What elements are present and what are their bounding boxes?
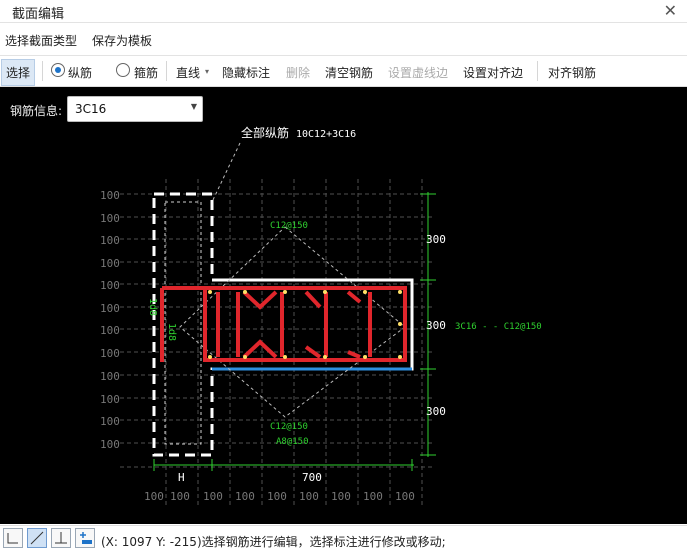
corner-tool-icon[interactable] xyxy=(3,528,23,548)
close-icon[interactable]: ✕ xyxy=(663,1,677,20)
rebar-point xyxy=(243,355,247,359)
rebar-point xyxy=(323,355,327,359)
all-longitudinal-value[interactable]: 10C12+3C16 xyxy=(296,129,356,140)
section-drawing[interactable]: 100 100 100 100 100 100 100 100 100 100 … xyxy=(0,87,687,524)
stirrup-radio-label[interactable]: 箍筋 xyxy=(134,66,159,80)
window-title: 截面编辑 xyxy=(12,7,65,22)
grid-labels-left: 100 100 100 100 100 100 100 100 100 100 … xyxy=(100,189,120,451)
dim-bottom-right[interactable]: 700 xyxy=(302,471,322,484)
dimension-lines xyxy=(153,192,436,471)
status-text: (X: 1097 Y: -215)选择钢筋进行编辑，选择标注进行修改或移动; xyxy=(101,535,446,549)
annotation-side[interactable]: 3C16 - - C12@150 xyxy=(455,322,542,332)
rebar-tie xyxy=(304,290,322,309)
chevron-down-icon: ▼ xyxy=(190,102,197,111)
add-tool-icon[interactable] xyxy=(75,528,95,548)
rebar-tie xyxy=(242,290,278,310)
rebar-group[interactable] xyxy=(160,286,407,362)
rebar-point xyxy=(363,355,367,359)
ortho-tool-icon[interactable] xyxy=(51,528,71,548)
grid-label: 100 xyxy=(331,490,351,503)
annotation-vertical-b[interactable]: 1d8 xyxy=(166,323,177,341)
dim-bottom-left[interactable]: H xyxy=(178,471,185,484)
save-as-template-menu[interactable]: 保存为模板 xyxy=(92,34,153,48)
rebar-point xyxy=(323,290,327,294)
grid-label: 100 xyxy=(267,490,287,503)
grid-label: 100 xyxy=(100,393,120,406)
hide-annotation-button[interactable]: 隐藏标注 xyxy=(222,66,271,80)
toolbar: 选择 纵筋 箍筋 直线 ▾ 隐藏标注 删除 清空钢筋 设置虚线边 设置对齐边 对… xyxy=(0,56,687,87)
grid-label: 100 xyxy=(235,490,255,503)
grid-label: 100 xyxy=(100,189,120,202)
rebar-point xyxy=(398,355,402,359)
grid-label: 100 xyxy=(144,490,164,503)
rebar-tie xyxy=(304,345,322,359)
title-bar: 截面编辑 ✕ xyxy=(0,0,687,23)
annotation-bottom-a[interactable]: A8@150 xyxy=(276,437,309,447)
rebar-point xyxy=(398,290,402,294)
status-bar: (X: 1097 Y: -215)选择钢筋进行编辑，选择标注进行修改或移动; xyxy=(0,525,687,554)
dim-right-bottom[interactable]: 300 xyxy=(426,405,446,418)
grid-label: 100 xyxy=(100,438,120,451)
annotation-vertical-a[interactable]: 1d8 xyxy=(147,298,158,316)
set-dashed-edge-button[interactable]: 设置虚线边 xyxy=(388,66,449,80)
rebar-info-value: 3C16 xyxy=(75,102,107,116)
rebar-point xyxy=(208,290,212,294)
rebar-point xyxy=(363,290,367,294)
grid-label: 100 xyxy=(100,279,120,292)
grid-label: 100 xyxy=(395,490,415,503)
clear-rebar-button[interactable]: 清空钢筋 xyxy=(325,66,374,80)
rebar-point xyxy=(243,290,247,294)
column-inner-outline xyxy=(164,201,202,445)
rebar-point xyxy=(283,355,287,359)
delete-button[interactable]: 删除 xyxy=(286,66,311,80)
toolbar-separator xyxy=(166,61,167,81)
all-longitudinal-label[interactable]: 全部纵筋 xyxy=(241,125,289,140)
menu-bar: 选择截面类型 保存为模板 xyxy=(0,23,687,56)
grid-label: 100 xyxy=(299,490,319,503)
dim-right-top[interactable]: 300 xyxy=(426,233,446,246)
annotation-top-stirrup[interactable]: C12@150 xyxy=(270,221,308,231)
rebar-points[interactable] xyxy=(208,290,402,359)
select-section-type-menu[interactable]: 选择截面类型 xyxy=(5,34,78,48)
align-rebar-button[interactable]: 对齐钢筋 xyxy=(548,66,597,80)
rebar-point xyxy=(283,290,287,294)
select-button[interactable]: 选择 xyxy=(1,59,36,86)
set-align-edge-button[interactable]: 设置对齐边 xyxy=(463,66,524,80)
grid-label: 100 xyxy=(100,370,120,383)
grid-label: 100 xyxy=(100,212,120,225)
drawing-canvas[interactable]: 钢筋信息: 3C16 ▼ xyxy=(0,87,687,524)
grid-label: 100 xyxy=(170,490,190,503)
dim-right-mid[interactable]: 300 xyxy=(426,319,446,332)
line-mode-dropdown[interactable]: 直线 xyxy=(176,66,201,80)
rebar-info-select[interactable]: 3C16 ▼ xyxy=(67,96,203,122)
grid-label: 100 xyxy=(100,324,120,337)
rebar-point xyxy=(208,355,212,359)
grid-label: 100 xyxy=(100,302,120,315)
line-tool-icon[interactable] xyxy=(27,528,47,548)
annotation-bottom-stirrup[interactable]: C12@150 xyxy=(270,422,308,432)
leader-line xyxy=(211,142,241,203)
grid-label: 100 xyxy=(363,490,383,503)
section-outline-flange[interactable] xyxy=(212,278,414,369)
rebar-tie xyxy=(346,290,362,304)
rebar-point xyxy=(398,322,402,326)
toolbar-separator xyxy=(537,61,538,81)
grid-labels-bottom: 100 100 100 100 100 100 100 100 100 xyxy=(144,490,415,503)
grid-label: 100 xyxy=(100,257,120,270)
rebar-tie xyxy=(347,350,361,359)
grid-label: 100 xyxy=(203,490,223,503)
rebar-info-label: 钢筋信息: xyxy=(10,104,63,118)
chevron-down-icon[interactable]: ▾ xyxy=(205,67,210,76)
grid-label: 100 xyxy=(100,415,120,428)
longitudinal-radio[interactable] xyxy=(51,63,65,77)
rebar-tie xyxy=(242,339,278,359)
grid-label: 100 xyxy=(100,234,120,247)
toolbar-separator xyxy=(42,61,43,81)
grid-label: 100 xyxy=(100,347,120,360)
stirrup-radio[interactable] xyxy=(116,63,130,77)
longitudinal-radio-label[interactable]: 纵筋 xyxy=(68,66,93,80)
